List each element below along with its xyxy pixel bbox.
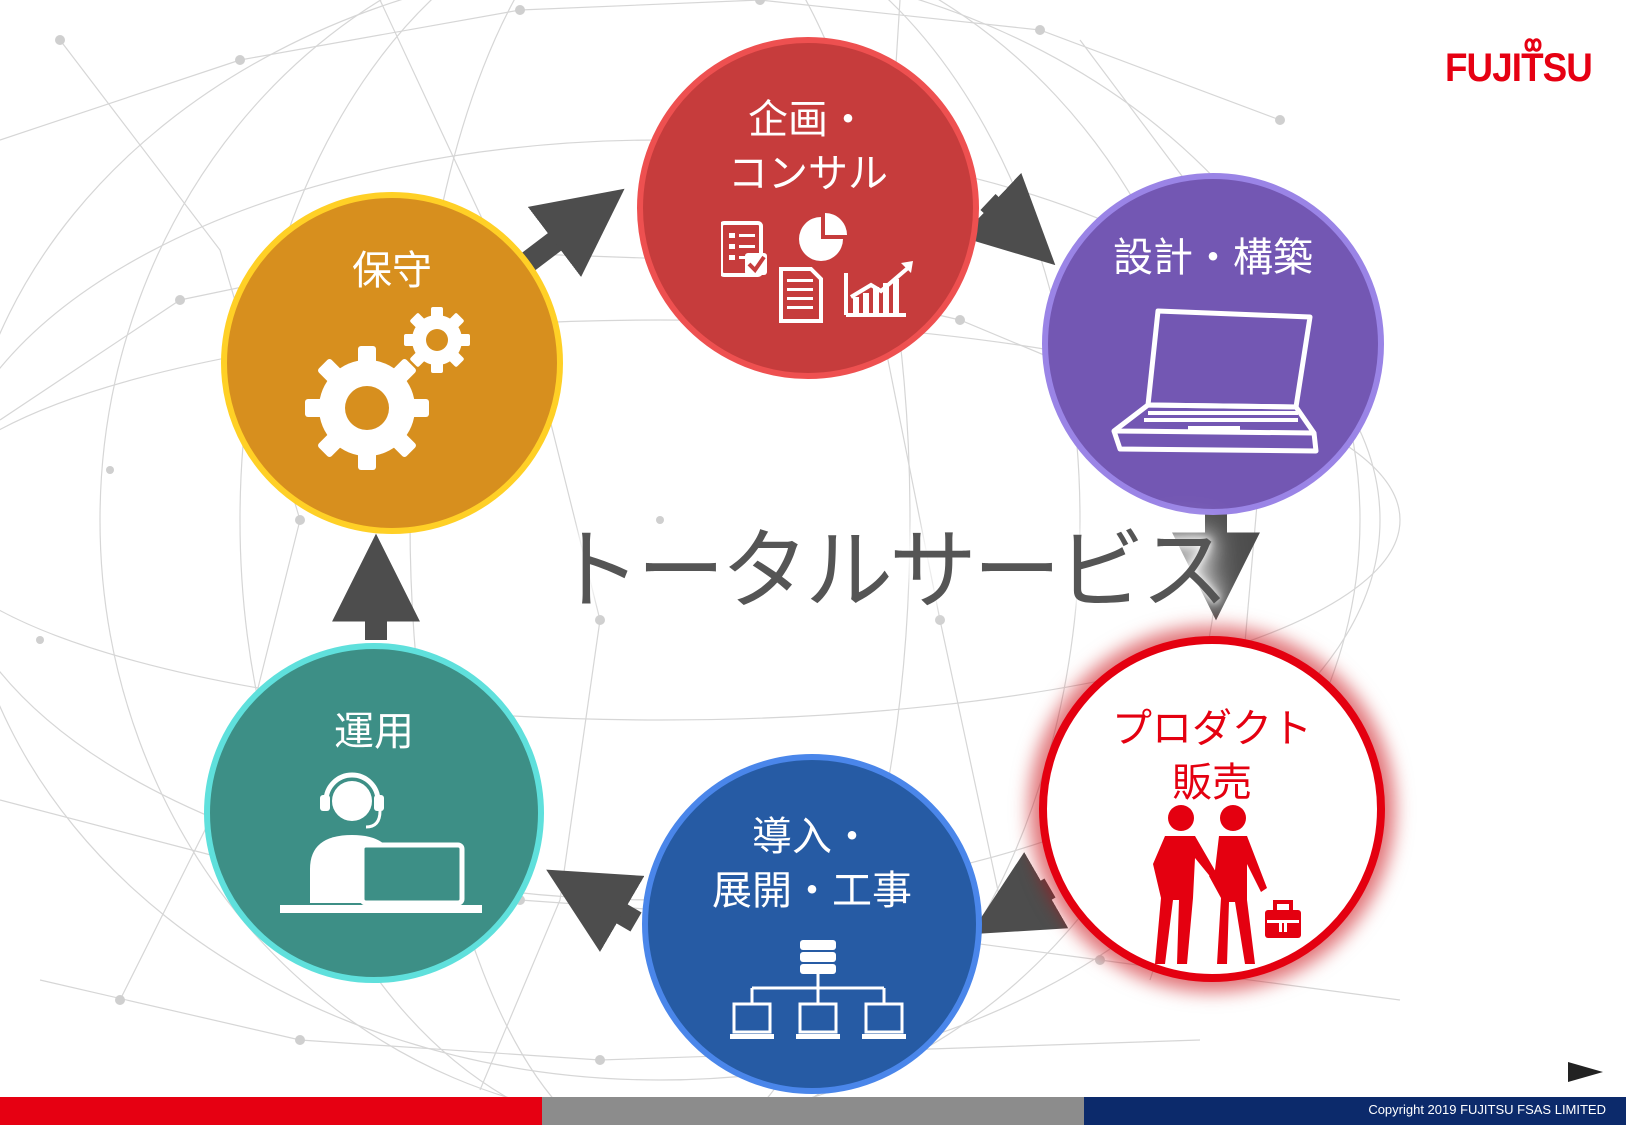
arrow-maintenance-to-planning — [521, 188, 625, 277]
handshake-people-icon — [1153, 805, 1301, 964]
logo-infinity-mark — [1524, 38, 1542, 52]
arrow-planning-to-design — [961, 172, 1056, 266]
laptop-icon — [1111, 308, 1319, 454]
step-maintenance-label: 保守 — [352, 248, 432, 294]
step-operation: 運用 — [204, 643, 544, 983]
next-triangle-icon[interactable] — [1566, 1059, 1606, 1085]
step-deployment: 導入・ 展開・工事 — [642, 754, 982, 1094]
step-deployment-label: 導入・ 展開・工事 — [712, 814, 912, 914]
step-design-label: 設計・構築 — [1113, 235, 1313, 281]
step-planning: 企画・ コンサル — [637, 37, 979, 379]
step-maintenance: 保守 — [221, 192, 563, 534]
footer-bar-red — [0, 1097, 542, 1125]
step-product-sales: プロダクト 販売 — [1039, 636, 1385, 982]
center-title: トータルサービス — [553, 519, 1229, 622]
arrow-deployment-to-operation — [546, 869, 645, 952]
step-operation-label: 運用 — [334, 709, 414, 755]
footer-bar-gray — [542, 1097, 1084, 1125]
step-planning-label: 企画・ コンサル — [728, 97, 888, 197]
fujitsu-logo: FUJITSU — [1445, 38, 1595, 102]
gears-icon — [305, 307, 470, 470]
footer-bar-navy — [1084, 1097, 1626, 1125]
arrow-product-to-deployment — [970, 852, 1069, 935]
copyright-text: Copyright 2019 FUJITSU FSAS LIMITED — [1368, 1102, 1606, 1117]
step-design: 設計・構築 — [1042, 173, 1384, 515]
documents-chart-icon — [721, 213, 913, 323]
logo-text: FUJITSU — [1445, 46, 1593, 90]
operator-headset-icon — [280, 772, 482, 913]
network-diagram-icon — [730, 940, 906, 1039]
step-product-sales-label: プロダクト 販売 — [1112, 706, 1312, 806]
